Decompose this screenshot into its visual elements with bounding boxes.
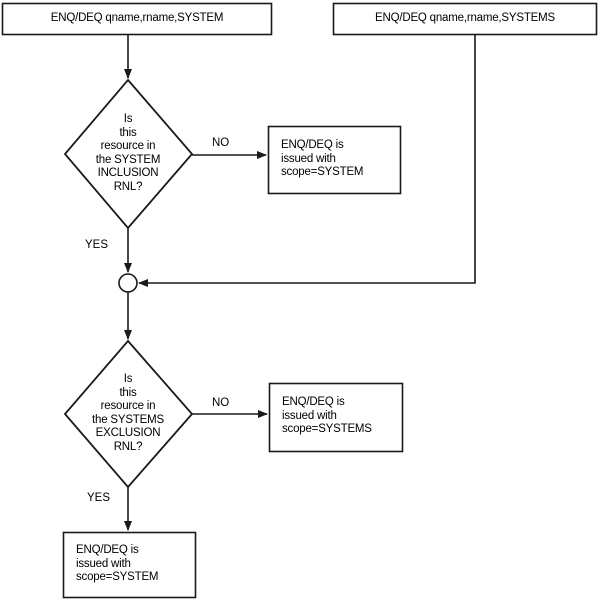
start-left-box xyxy=(1,2,273,36)
connector-start-right-to-junction xyxy=(138,35,476,287)
result-final-yes-label: ENQ/DEQ is issued with scope=SYSTEM xyxy=(76,544,159,583)
result-exclusion-no-box xyxy=(268,382,404,453)
start-right-label: ENQ/DEQ qname,rname,SYSTEMS xyxy=(375,12,555,24)
start-right-box xyxy=(332,2,598,36)
start-left-label: ENQ/DEQ qname,rname,SYSTEM xyxy=(50,12,224,24)
result-final-yes-box xyxy=(62,531,197,599)
edge-label-inclusion-yes: YES xyxy=(85,239,109,251)
edge-label-exclusion-no: NO xyxy=(212,397,230,409)
junction-circle xyxy=(118,273,138,293)
edge-label-inclusion-no: NO xyxy=(212,137,230,149)
edge-label-exclusion-yes: YES xyxy=(87,492,111,504)
decision-inclusion-label: Is this resource in the SYSTEM INCLUSION… xyxy=(95,113,161,193)
decision-exclusion-label: Is this resource in the SYSTEMS EXCLUSIO… xyxy=(92,373,164,453)
result-exclusion-no-label: ENQ/DEQ is issued with scope=SYSTEMS xyxy=(282,396,372,435)
result-inclusion-no-label: ENQ/DEQ is issued with scope=SYSTEM xyxy=(281,139,364,178)
result-inclusion-no-box xyxy=(267,125,402,195)
